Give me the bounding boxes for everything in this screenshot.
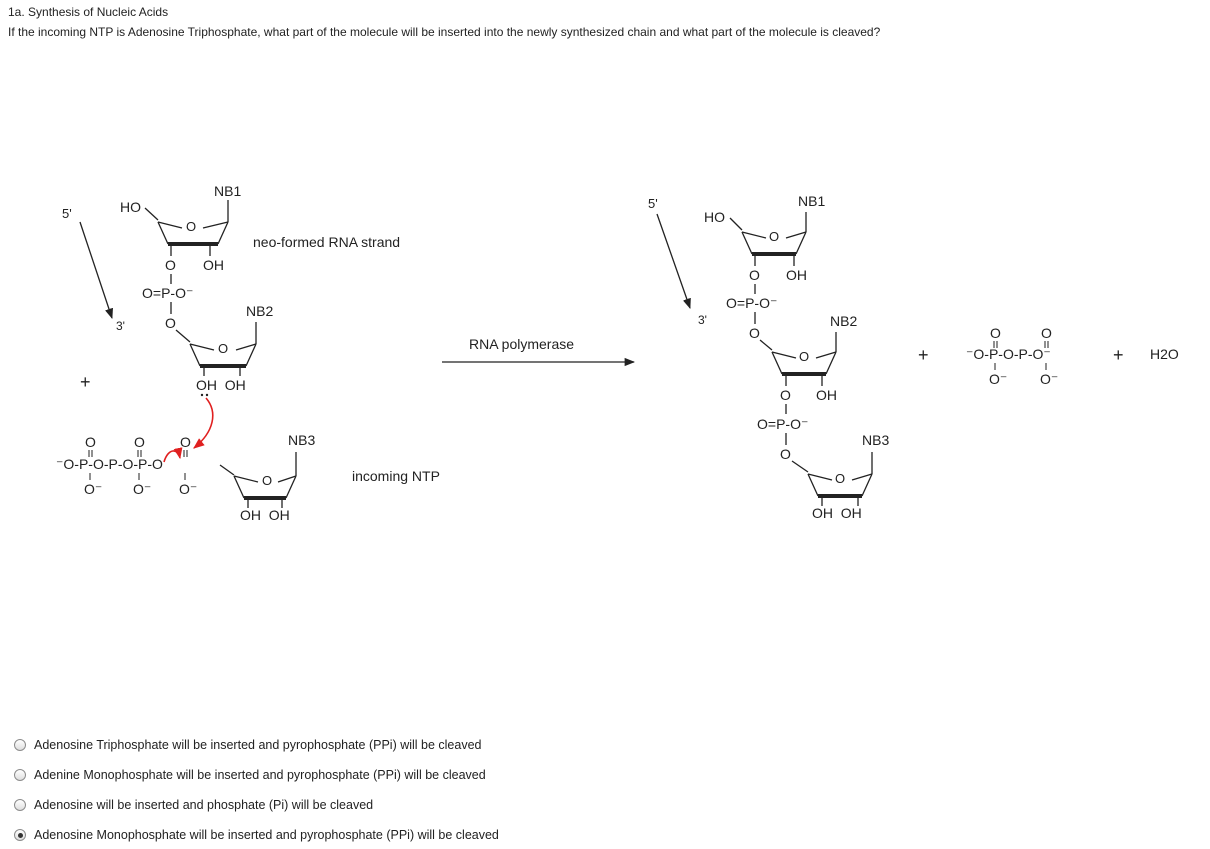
answer-option-1[interactable]: Adenosine Triphosphate will be inserted … xyxy=(14,736,482,754)
radio-button-4[interactable] xyxy=(14,829,26,841)
pyrophosphate: ⁻O-P-O-P-O⁻ O O O⁻ O⁻ xyxy=(966,325,1058,387)
right-ribose-1 xyxy=(741,231,807,256)
svg-text:O: O xyxy=(1041,325,1052,341)
radio-button-1[interactable] xyxy=(14,739,26,751)
right-ring-o-1: O xyxy=(769,229,779,244)
svg-text:O⁻: O⁻ xyxy=(179,481,197,497)
left-3prime-label: 3' xyxy=(116,319,125,333)
right-ring-o-2: O xyxy=(799,349,809,364)
left-oh-label: OH xyxy=(203,257,224,273)
radio-button-2[interactable] xyxy=(14,769,26,781)
svg-text:O⁻: O⁻ xyxy=(84,481,102,497)
left-ho-label: HO xyxy=(120,199,141,215)
right-ribose-2 xyxy=(771,351,837,376)
product-plus-sign-2: + xyxy=(1113,345,1124,365)
right-o3-label-2: O xyxy=(780,387,791,403)
left-phosphate-label: O=P-O⁻ xyxy=(142,285,193,301)
svg-text:O⁻: O⁻ xyxy=(1040,371,1058,387)
right-o3-label-1: O xyxy=(749,267,760,283)
right-ribose-3 xyxy=(807,473,873,498)
svg-text:O: O xyxy=(990,325,1001,341)
left-nb2-label: NB2 xyxy=(246,303,273,319)
right-strand-arrow xyxy=(656,213,691,309)
left-strand-arrow xyxy=(79,221,113,319)
right-5prime-label: 5' xyxy=(648,196,658,211)
ntp-ring-o: O xyxy=(262,473,272,488)
water-label: H2O xyxy=(1150,346,1179,362)
right-ring-o-3: O xyxy=(835,471,845,486)
left-oh-oh-2: OH OH xyxy=(196,377,246,393)
svg-text:O: O xyxy=(180,434,191,450)
left-ribose-2 xyxy=(189,343,257,368)
left-o5-label: O xyxy=(165,315,176,331)
pyrophosphate-chain: ⁻O-P-O-P-O⁻ xyxy=(966,346,1051,362)
neo-formed-strand-label: neo-formed RNA strand xyxy=(253,234,400,250)
ntp-oh-oh: OH OH xyxy=(240,507,290,523)
right-nb1-label: NB1 xyxy=(798,193,825,209)
right-o5-label-1: O xyxy=(749,325,760,341)
right-oh-label-1: OH xyxy=(786,267,807,283)
product-plus-sign-1: + xyxy=(918,345,929,365)
svg-text:O: O xyxy=(134,434,145,450)
left-plus-sign: + xyxy=(80,372,91,392)
answer-option-3-label: Adenosine will be inserted and phosphate… xyxy=(34,798,374,812)
left-5prime-label: 5' xyxy=(62,206,72,221)
right-oh-oh-3: OH OH xyxy=(812,505,862,521)
answer-option-1-label: Adenosine Triphosphate will be inserted … xyxy=(34,738,482,752)
answer-option-4[interactable]: Adenosine Monophosphate will be inserted… xyxy=(14,826,499,844)
reaction-scheme: 5' 3' HO O NB1 O OH O=P-O⁻ O neo-formed … xyxy=(56,183,1179,523)
left-ring-o-2: O xyxy=(218,341,228,356)
right-nb2-label: NB2 xyxy=(830,313,857,329)
answer-option-4-label: Adenosine Monophosphate will be inserted… xyxy=(34,828,499,842)
question-text: If the incoming NTP is Adenosine Triphos… xyxy=(8,25,881,39)
left-nb3-label: NB3 xyxy=(288,432,315,448)
left-ring-o-1: O xyxy=(186,219,196,234)
right-phosphate-2: O=P-O⁻ xyxy=(757,416,808,432)
right-oh-label-2: OH xyxy=(816,387,837,403)
right-ho-label: HO xyxy=(704,209,725,225)
right-3prime-label: 3' xyxy=(698,313,707,327)
nucleophilic-attack-arrow xyxy=(193,397,214,449)
question-title: 1a. Synthesis of Nucleic Acids xyxy=(8,5,169,19)
answer-option-2-label: Adenine Monophosphate will be inserted a… xyxy=(34,768,486,782)
ntp-triphosphate: ⁻O-P-O-P-O-P-O O O O O⁻ O⁻ O⁻ xyxy=(56,434,235,497)
incoming-ntp-label: incoming NTP xyxy=(352,468,440,484)
left-nb1-label: NB1 xyxy=(214,183,241,199)
left-o3-label: O xyxy=(165,257,176,273)
right-o5-label-2: O xyxy=(780,446,791,462)
left-ribose-1 xyxy=(157,221,229,246)
svg-text:O: O xyxy=(85,434,96,450)
radio-button-3[interactable] xyxy=(14,799,26,811)
svg-text:O⁻: O⁻ xyxy=(989,371,1007,387)
ntp-ribose xyxy=(233,475,297,500)
right-phosphate-1: O=P-O⁻ xyxy=(726,295,777,311)
svg-text:O⁻: O⁻ xyxy=(133,481,151,497)
ntp-chain-label: ⁻O-P-O-P-O-P-O xyxy=(56,456,163,472)
bond-break-arrow xyxy=(163,447,183,463)
right-nb3-label: NB3 xyxy=(862,432,889,448)
answer-option-3[interactable]: Adenosine will be inserted and phosphate… xyxy=(14,796,373,814)
rna-polymerase-label: RNA polymerase xyxy=(469,336,574,352)
answer-option-2[interactable]: Adenine Monophosphate will be inserted a… xyxy=(14,766,486,784)
